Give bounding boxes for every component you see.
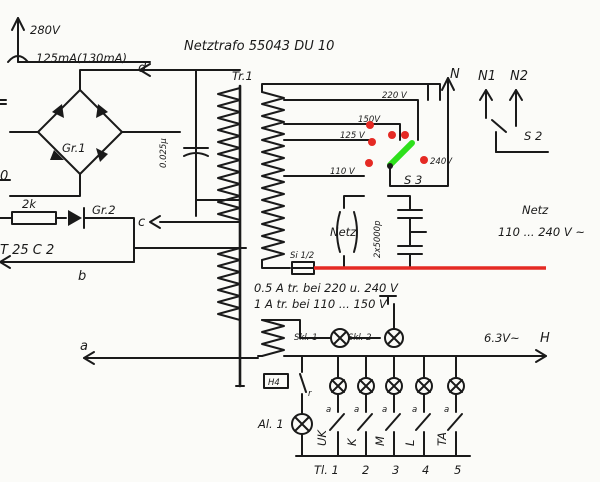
terminal-c-label: c (138, 215, 145, 230)
terminal-b-label: b (78, 269, 86, 284)
tl5-label: 5 (454, 463, 461, 477)
fuse-rating-2: 1 A tr. bei 110 ... 150 V (254, 297, 388, 311)
lamp-l (415, 355, 433, 457)
skl1-label: Skl. 1 (294, 333, 318, 343)
uk-a-label: a (326, 405, 331, 415)
uk-label: UK (315, 429, 329, 446)
al1-label: Al. 1 (257, 417, 284, 431)
lamp-m (385, 355, 403, 457)
switch-s2[interactable] (479, 89, 549, 153)
zero-label: 0 (0, 169, 8, 184)
netz-range-label: 110 ... 240 V ~ (498, 225, 585, 239)
skl2-label: Skl. 2 (348, 333, 372, 343)
hv-supply-branch (0, 17, 151, 105)
terminal-d-label: d (138, 61, 147, 76)
current-label: 125mA(130mA) (36, 51, 127, 65)
netz-cap-label: Netz (330, 225, 357, 239)
tap-contact-150 (366, 121, 374, 129)
tap-110-label: 110 V (330, 167, 356, 177)
transformer-mains-winding (261, 83, 441, 269)
tr1-label: Tr.1 (232, 69, 253, 83)
tl1-label: Tl. 1 (314, 463, 339, 477)
cap-2x5000-label: 2x5000p (373, 221, 383, 258)
tl2-label: 2 (362, 463, 369, 477)
capacitor-0025 (183, 147, 209, 201)
cap-0025-label: 0.025µ (159, 138, 169, 168)
button-lamps (295, 355, 471, 457)
voltage-taps (283, 83, 429, 177)
tl4-label: 4 (422, 463, 429, 477)
tap-contact-240 (420, 156, 428, 164)
tl3-label: 3 (392, 463, 399, 477)
tap-220-label: 220 V (382, 91, 408, 101)
n2-label: N2 (510, 69, 528, 84)
terminal-a-line (83, 351, 259, 365)
netz-label: Netz (522, 203, 549, 217)
terminal-b-line (0, 247, 135, 269)
si-label: Si 1/2 (290, 251, 314, 261)
gr1-label: Gr.1 (62, 141, 86, 155)
transformer-secondary-lower-winding (217, 247, 241, 321)
transformer-primary-upper-winding (217, 87, 241, 221)
bridge-rectifier-gr1 (0, 69, 241, 197)
k-label: K (345, 437, 359, 446)
indicator-lamp-al1 (291, 355, 313, 457)
fuse-rating-1: 0.5 A tr. bei 220 u. 240 V (254, 281, 399, 295)
transformer-title: Netztrafo 55043 DU 10 (184, 39, 334, 54)
resistor-diode-branch (0, 207, 247, 249)
voltage-280-label: 280V (30, 23, 61, 37)
l-label: L (403, 440, 417, 446)
m-a-label: a (382, 405, 387, 415)
lamp-uk (329, 355, 347, 457)
resistor-2k-label: 2k (22, 197, 37, 211)
v63-label: 6.3V~ (484, 331, 520, 345)
n-label: N (450, 67, 460, 82)
ta-label: TA (435, 432, 449, 446)
tap-contact-110 (368, 138, 376, 146)
h-label: H (540, 331, 550, 346)
tap-contact-125 (388, 131, 396, 139)
h4-box (263, 373, 289, 389)
lamp-k (357, 355, 375, 457)
tube-label: T 25 C 2 (0, 243, 54, 258)
al1-r-label: r (308, 389, 312, 399)
scale-lamp-1 (299, 328, 381, 348)
l-a-label: a (412, 405, 417, 415)
tap-125-label: 125 V (340, 131, 366, 141)
gr2-label: Gr.2 (92, 203, 116, 217)
m-label: M (373, 436, 387, 446)
s2-label: S 2 (524, 129, 542, 143)
terminal-c-line (149, 199, 241, 229)
mains-filter-block (336, 195, 427, 269)
h4-label: H4 (268, 378, 280, 388)
scale-lamp-2 (384, 303, 404, 348)
terminal-a-label: a (80, 339, 88, 354)
selector-switch-s3[interactable] (387, 77, 455, 187)
lamp-ta (447, 355, 465, 457)
ta-a-label: a (444, 405, 449, 415)
n1-label: N1 (478, 69, 496, 84)
k-a-label: a (354, 405, 359, 415)
tap-contact-low (365, 159, 373, 167)
fuse-si (291, 261, 315, 275)
tap-240-label: 240V (430, 157, 453, 167)
transformer-heater-winding (257, 319, 301, 357)
s3-label: S 3 (404, 173, 422, 187)
tap-150-label: 150V (358, 115, 381, 125)
transformer-core (235, 84, 245, 388)
tap-contact-220 (401, 131, 409, 139)
